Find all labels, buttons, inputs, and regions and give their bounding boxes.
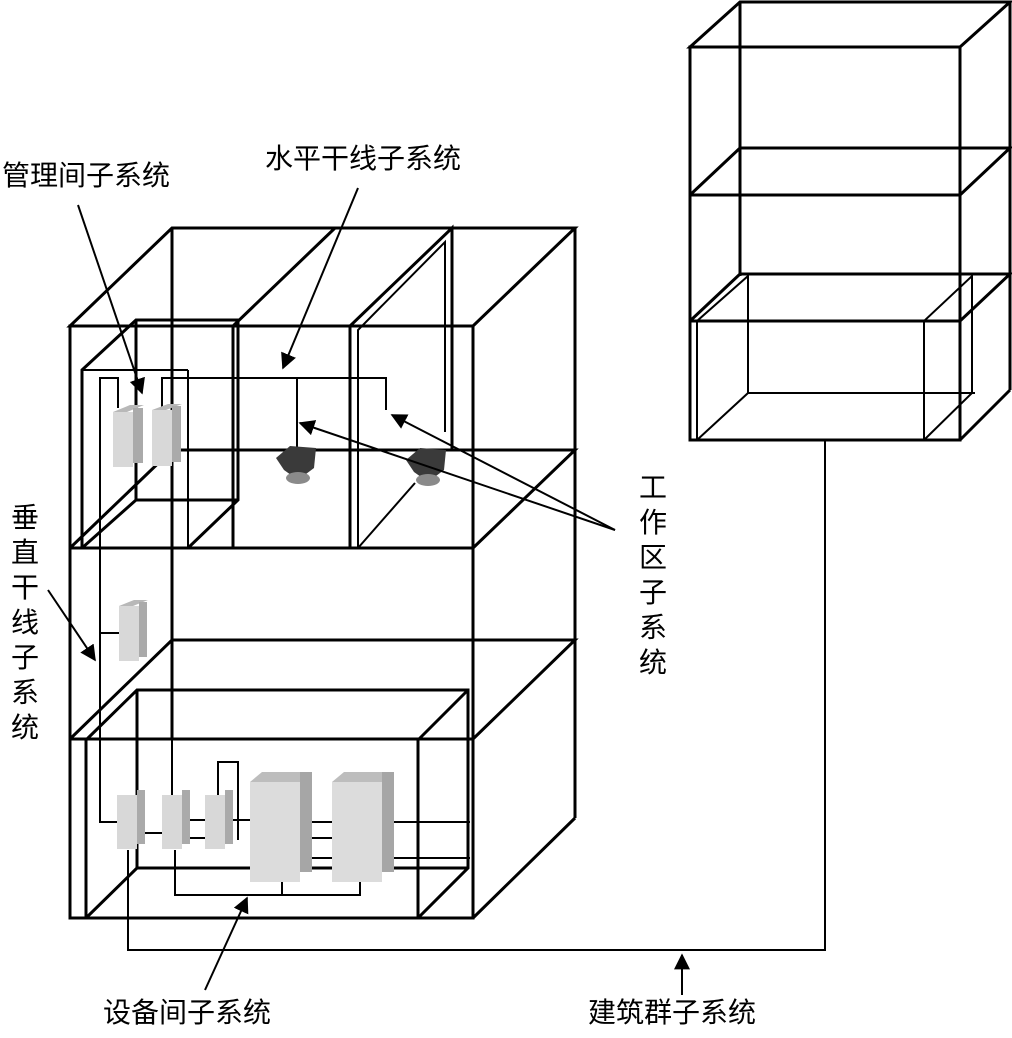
equipment-rack	[117, 790, 145, 849]
horizontal-cable	[161, 377, 387, 410]
work-area-label: 工作区子系统	[638, 471, 667, 679]
equipment-rack	[162, 790, 190, 849]
cabling	[99, 377, 826, 951]
partition-wall	[231, 226, 337, 548]
computer-terminal-icon	[276, 446, 316, 484]
equipment-rack	[205, 790, 233, 849]
equipment-room-arrow	[204, 896, 249, 991]
floor-plane-1	[68, 638, 579, 741]
equipment-cable	[174, 850, 361, 896]
floor-rack	[119, 600, 148, 661]
vertical-trunk-label: 垂直干线子系统	[10, 501, 39, 744]
main-cabinet	[332, 772, 394, 882]
building-base-right	[471, 816, 577, 920]
equipment-cable	[217, 761, 239, 840]
second-building-roof	[686, 0, 1012, 49]
management-room-edge	[81, 498, 137, 550]
distribution-rack	[152, 404, 182, 466]
management-room-label: 管理间子系统	[2, 159, 171, 192]
equipment-room-label: 设备间子系统	[103, 996, 272, 1029]
campus-cable	[127, 440, 826, 951]
building-roof	[66, 226, 579, 328]
partition-wall	[348, 224, 454, 548]
work-area-arrow	[390, 414, 616, 531]
second-building-base	[958, 388, 1012, 442]
equipment	[113, 404, 446, 882]
main-building	[66, 224, 579, 920]
second-building	[686, 0, 1012, 442]
work-area-arrow	[298, 420, 616, 531]
second-building-floor	[688, 272, 1012, 323]
distribution-rack	[113, 405, 144, 467]
partition-wall-inner	[357, 239, 446, 548]
building-group-label: 建筑群子系统	[588, 996, 757, 1029]
inner-room-edge	[923, 273, 973, 441]
second-building-floor	[688, 146, 1012, 197]
partition-wall-inner	[357, 482, 416, 549]
management-room-arrow	[77, 204, 145, 395]
vertical-trunk-arrow	[47, 589, 96, 662]
computer-terminal-icon	[406, 448, 446, 486]
main-cabinet	[250, 772, 312, 882]
callout-arrows	[47, 187, 690, 995]
horizontal-trunk-label: 水平干线子系统	[265, 142, 462, 175]
second-building-front	[688, 45, 962, 442]
equipment-room-edge	[416, 688, 470, 742]
equipment-room-edge	[84, 866, 139, 920]
inner-room-edge	[696, 273, 749, 441]
horizontal-trunk-arrow	[281, 187, 359, 370]
vertical-backbone-cable	[99, 377, 125, 823]
